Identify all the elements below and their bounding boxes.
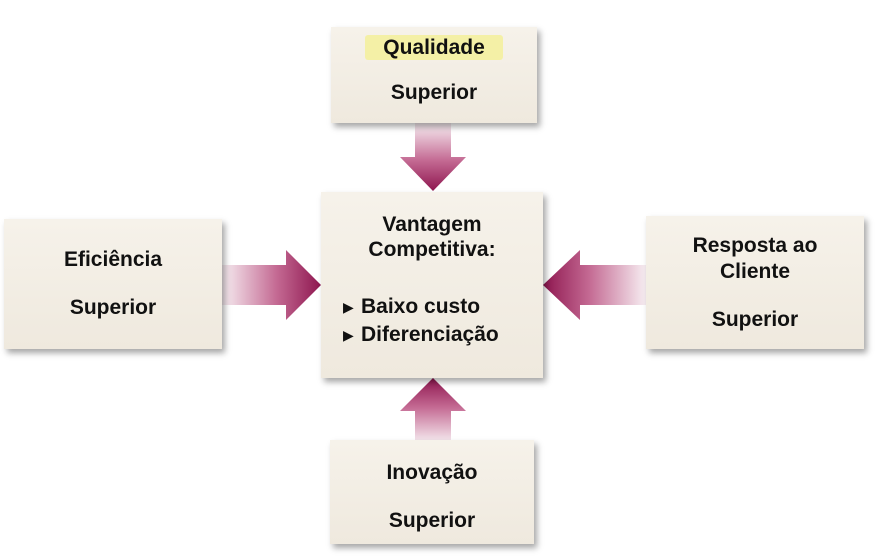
efficiency-superior-label: Superior — [69, 296, 157, 319]
arrow-right-from-left — [222, 250, 321, 320]
customer-response-label: Resposta ao — [692, 234, 818, 257]
efficiency-box: Eficiência Superior — [4, 219, 222, 349]
list-item: ▶ Baixo custo — [343, 293, 499, 321]
bullet-triangle-icon: ▶ — [343, 299, 354, 315]
bullet-label: Baixo custo — [361, 295, 481, 318]
advantage-list: ▶ Baixo custo ▶ Diferenciação — [343, 293, 499, 349]
innovation-label: Inovação — [386, 461, 478, 484]
quality-superior-label: Superior — [390, 81, 478, 104]
list-item: ▶ Diferenciação — [343, 321, 499, 349]
arrow-up-from-bottom — [400, 378, 466, 443]
bullet-triangle-icon: ▶ — [343, 327, 354, 343]
efficiency-label: Eficiência — [63, 248, 163, 271]
bullet-label: Diferenciação — [361, 323, 499, 346]
center-title-line2: Competitiva: — [368, 238, 496, 261]
arrow-down-from-top — [400, 123, 466, 191]
quality-label: Qualidade — [365, 35, 503, 60]
customer-response-box: Resposta ao Cliente Superior — [646, 216, 864, 349]
customer-superior-label: Superior — [711, 308, 799, 331]
quality-box: Qualidade Superior — [331, 27, 537, 123]
innovation-box: Inovação Superior — [330, 440, 534, 544]
customer-label: Cliente — [719, 260, 790, 283]
arrow-left-from-right — [543, 250, 646, 320]
innovation-superior-label: Superior — [388, 509, 476, 532]
competitive-advantage-box: Vantagem Competitiva: ▶ Baixo custo ▶ Dife… — [321, 192, 543, 378]
center-title-line1: Vantagem — [382, 213, 482, 236]
